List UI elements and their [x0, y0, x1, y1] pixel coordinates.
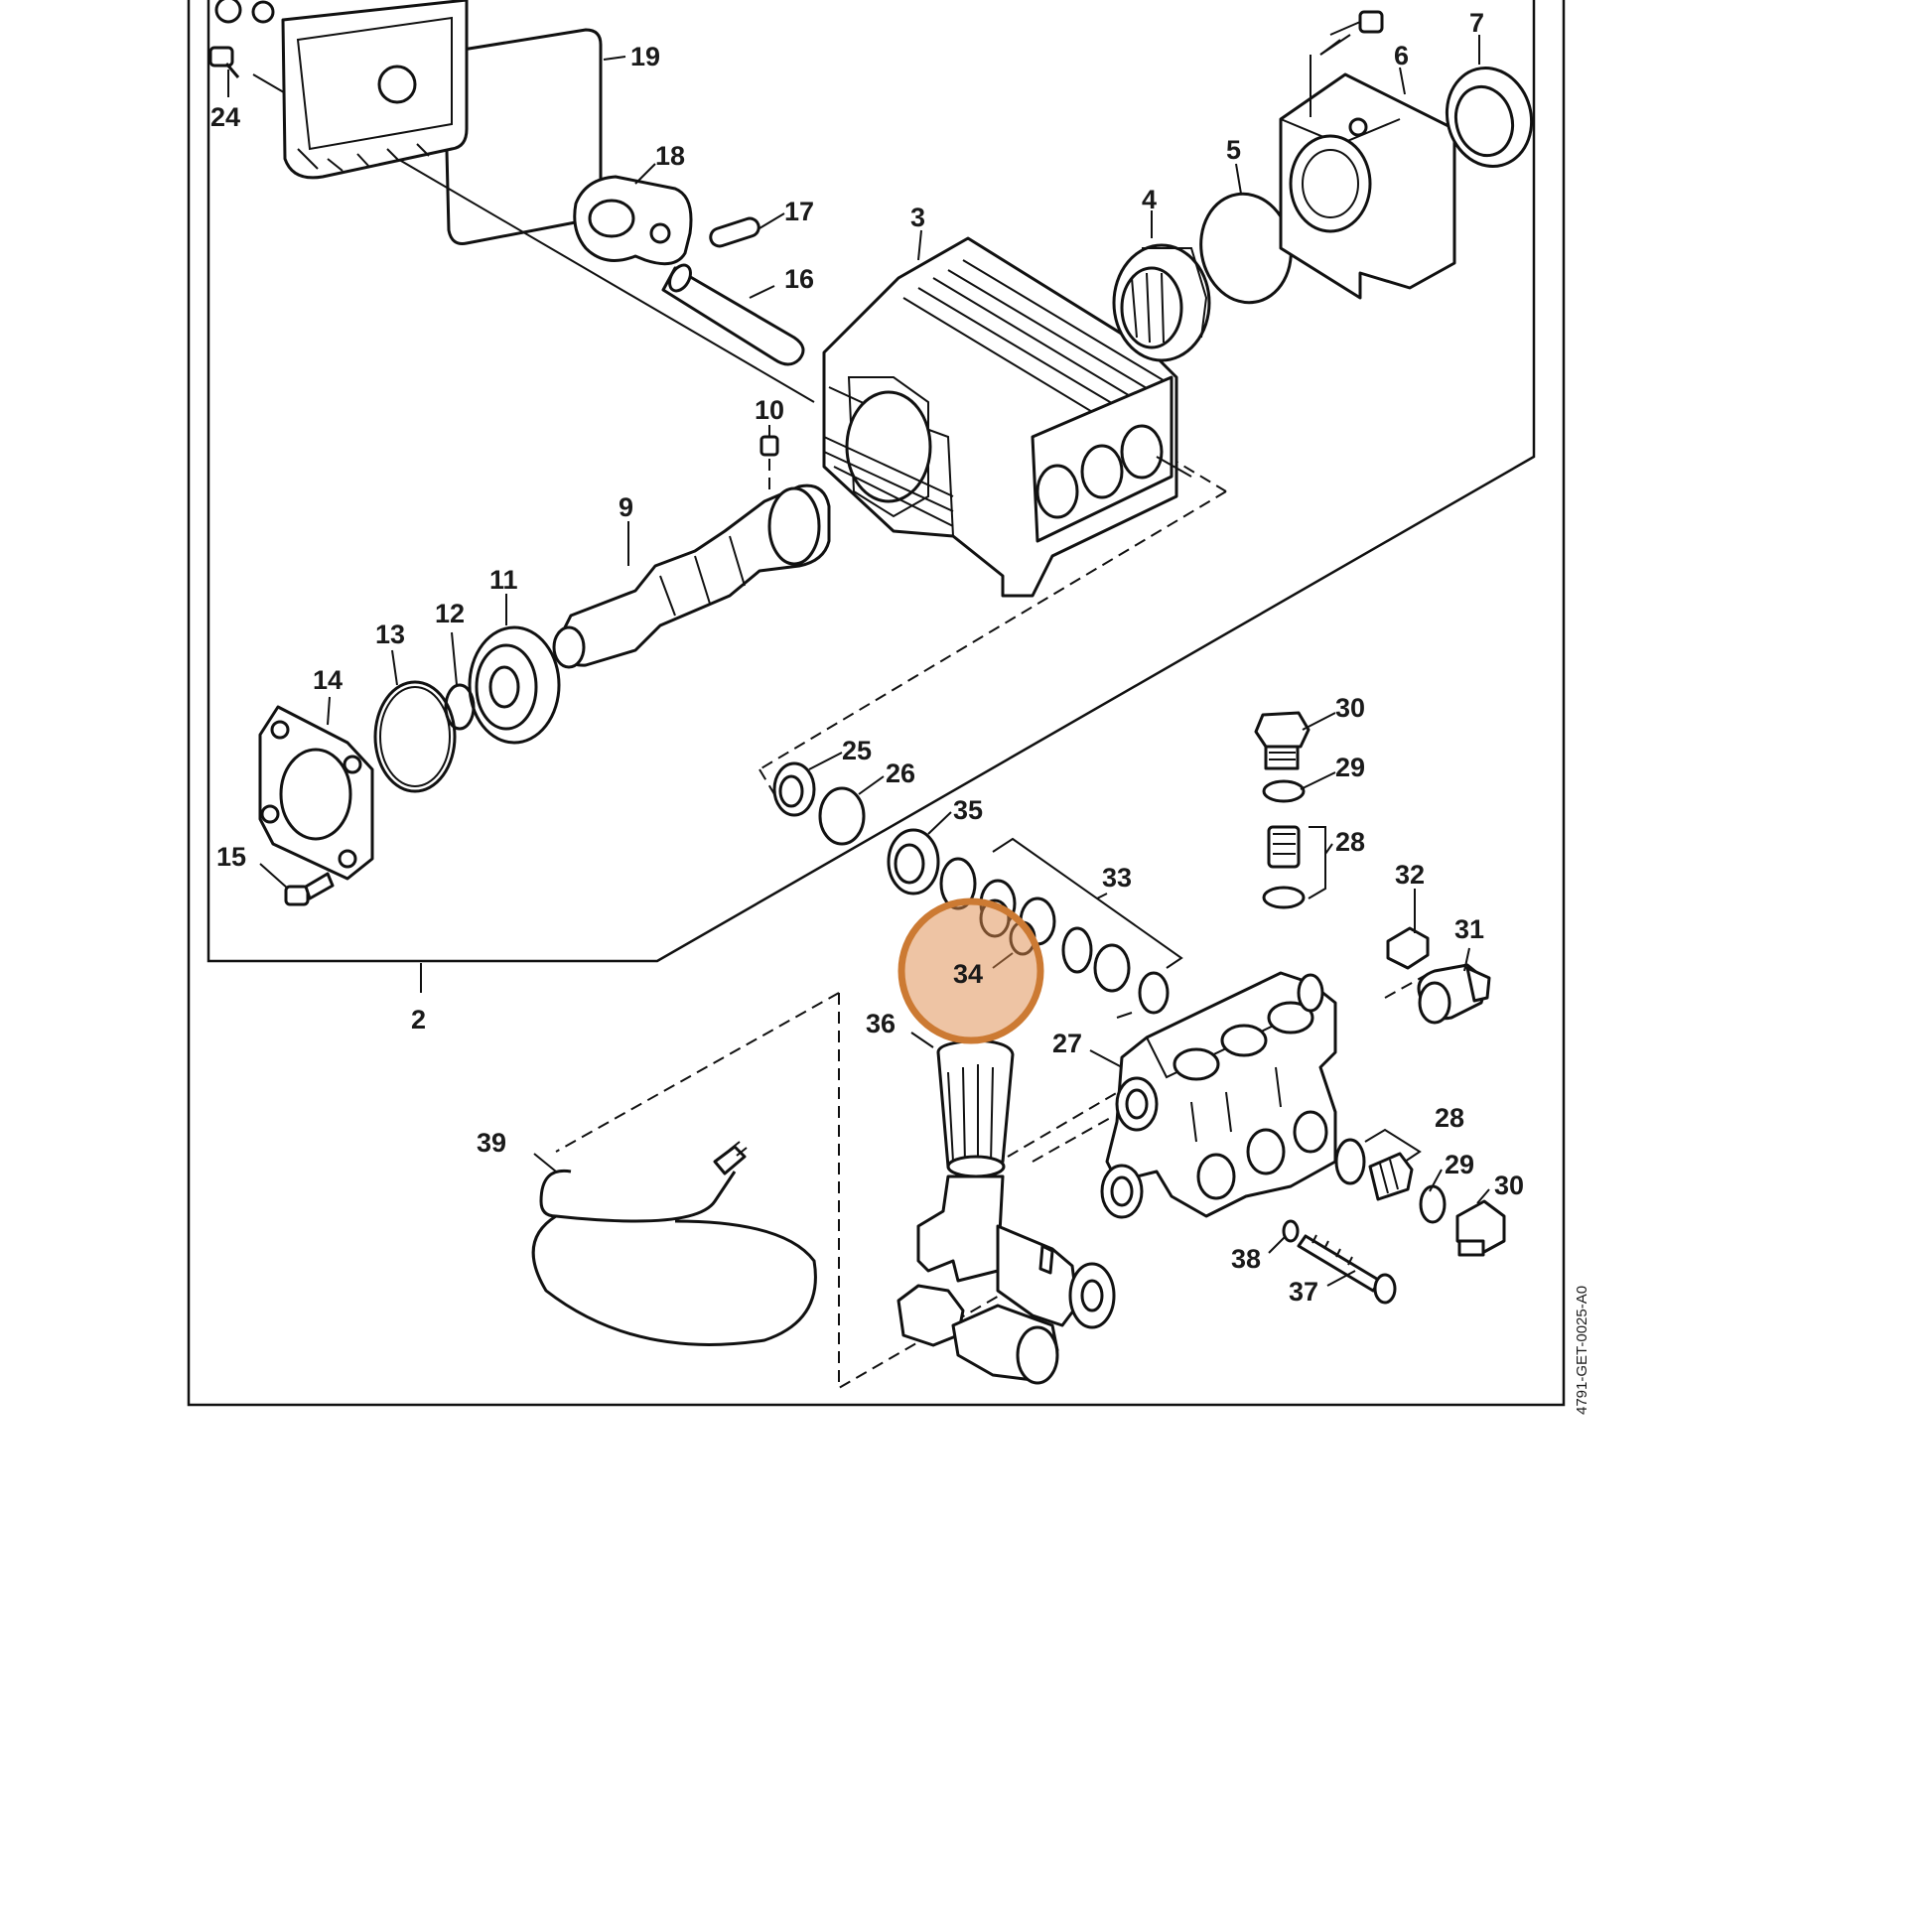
- label-3: 3: [910, 203, 925, 232]
- label-5: 5: [1226, 135, 1241, 165]
- part-32-plug: [1386, 926, 1430, 970]
- label-32: 32: [1395, 860, 1425, 890]
- label-28-lower: 28: [1435, 1103, 1464, 1133]
- label-9: 9: [619, 492, 633, 522]
- part-12-circlip: [444, 683, 476, 731]
- part-26-o-ring: [818, 786, 866, 846]
- label-17: 17: [784, 197, 814, 226]
- part-31-fitting: [1417, 963, 1491, 1025]
- label-30-lower: 30: [1494, 1171, 1524, 1200]
- part-38-washer: [1282, 1219, 1300, 1243]
- label-4: 4: [1142, 185, 1157, 214]
- part-27-manifold: [1100, 971, 1337, 1219]
- part-11-bearing: [468, 625, 561, 745]
- label-11: 11: [489, 565, 518, 595]
- label-13: 13: [375, 620, 405, 649]
- part-39-cable: [531, 1141, 817, 1346]
- label-27: 27: [1052, 1029, 1082, 1058]
- label-37: 37: [1289, 1277, 1318, 1307]
- pump-cover: [214, 0, 469, 180]
- part-30-plug-upper: [1254, 711, 1311, 770]
- part-14-bearing-cover: [258, 705, 374, 881]
- document-code: 4791-GET-0025-A0: [1574, 1286, 1590, 1415]
- label-30-upper: 30: [1335, 693, 1365, 723]
- label-36: 36: [866, 1009, 896, 1038]
- label-18: 18: [655, 141, 685, 171]
- label-14: 14: [313, 665, 343, 695]
- part-28-valve-lower: [1364, 1128, 1422, 1201]
- label-28-upper: 28: [1335, 827, 1365, 857]
- label-34: 34: [953, 959, 983, 989]
- part-36-unloader-valve: [897, 1038, 1116, 1385]
- label-2: 2: [411, 1005, 426, 1035]
- part-13-o-ring: [373, 680, 457, 793]
- label-10: 10: [755, 395, 784, 425]
- part-9-camshaft: [552, 483, 831, 669]
- outer-frame: [187, 0, 1566, 1407]
- label-29-lower: 29: [1445, 1150, 1474, 1179]
- label-35: 35: [953, 795, 983, 825]
- part-28-o-ring-lower: [1334, 1138, 1366, 1185]
- part-17-pin: [709, 216, 760, 248]
- part-28-valve-upper: [1262, 825, 1326, 909]
- label-16: 16: [784, 264, 814, 294]
- label-38: 38: [1231, 1244, 1261, 1274]
- part-29-washer-lower: [1419, 1184, 1447, 1224]
- part-24-screw: [208, 46, 240, 78]
- highlight-marker-34[interactable]: [897, 897, 1044, 1044]
- label-7: 7: [1469, 8, 1484, 38]
- label-6: 6: [1394, 41, 1409, 70]
- part-6-housing: [1279, 10, 1456, 300]
- pump-assembly-frame: [207, 0, 1536, 993]
- label-31: 31: [1454, 914, 1484, 944]
- part-labels: 19 24 18 17 16 3 4 5 6 7 10 9 11 12 13 1…: [210, 8, 1590, 1415]
- label-29-upper: 29: [1335, 753, 1365, 782]
- part-16-plunger: [661, 263, 805, 366]
- label-33: 33: [1102, 863, 1132, 893]
- part-37-bolt: [1297, 1234, 1397, 1305]
- part-4-needle-bearing: [1112, 243, 1211, 362]
- part-35-seal: [887, 828, 940, 896]
- label-39: 39: [477, 1128, 506, 1158]
- part-3-crankcase: [822, 236, 1192, 598]
- part-29-washer-upper: [1262, 779, 1306, 803]
- part-15-screw: [284, 872, 335, 906]
- label-19: 19: [630, 42, 660, 71]
- label-26: 26: [886, 759, 915, 788]
- label-25: 25: [842, 736, 872, 765]
- part-25-seal: [772, 761, 816, 817]
- part-18-connecting-rod: [573, 175, 693, 266]
- label-12: 12: [435, 599, 465, 628]
- leader-lines: [227, 21, 1490, 1287]
- part-7-seal: [1445, 66, 1534, 169]
- part-10-grub-screw: [759, 435, 779, 496]
- label-15: 15: [216, 842, 246, 872]
- part-30-plug-lower: [1455, 1199, 1506, 1257]
- label-24: 24: [210, 102, 240, 132]
